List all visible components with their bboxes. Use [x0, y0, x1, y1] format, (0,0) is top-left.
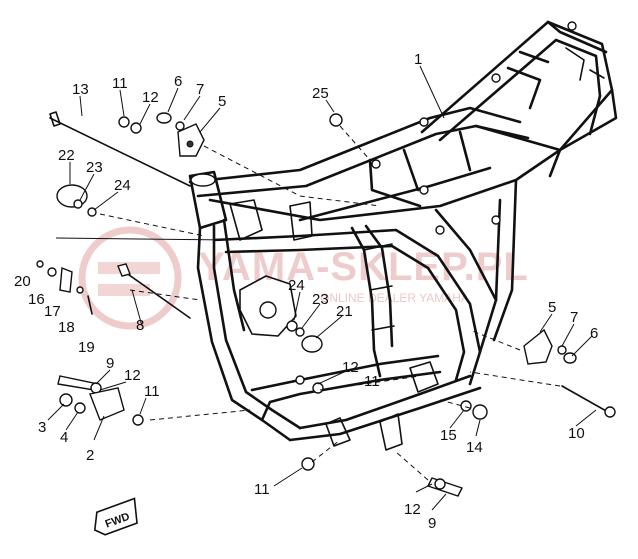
callout-5b: 5: [548, 299, 556, 316]
callout-23: 23: [86, 159, 103, 176]
main-frame: [188, 20, 618, 451]
callout-21: 21: [336, 303, 353, 320]
callout-24b: 24: [288, 277, 305, 294]
callout-15: 15: [440, 427, 457, 444]
bracket-5b: [523, 328, 553, 365]
callout-12d: 12: [404, 501, 421, 518]
callout-12c: 12: [342, 359, 359, 376]
callout-9b: 9: [428, 515, 436, 532]
callout-19: 19: [78, 339, 95, 356]
callout-17: 17: [44, 303, 61, 320]
collar-23a: [73, 199, 83, 209]
watermark: YAMA-SKLEP.PL ONLINE DEALER YAMAHA: [78, 226, 528, 330]
callout-3: 3: [38, 419, 46, 436]
callout-13: 13: [72, 81, 89, 98]
fwd-arrow-icon: FWD: [93, 497, 138, 536]
callout-5: 5: [218, 93, 226, 110]
watermark-subtext: ONLINE DEALER YAMAHA: [320, 291, 469, 305]
callout-8: 8: [136, 317, 144, 334]
nut-11a: [118, 116, 130, 128]
callout-18: 18: [58, 319, 75, 336]
bolt-6a: [156, 112, 172, 124]
bracket-2: [89, 387, 125, 421]
callout-24: 24: [114, 177, 131, 194]
callout-11d: 11: [254, 481, 270, 498]
callout-7: 7: [196, 81, 204, 98]
callout-22: 22: [58, 147, 75, 164]
leader-lines: [47, 65, 597, 511]
callout-7b: 7: [570, 309, 578, 326]
callout-23b: 23: [312, 291, 329, 308]
callout-6: 6: [174, 73, 182, 90]
bracket-5a: [177, 123, 205, 157]
callout-12b: 12: [124, 367, 141, 384]
callout-1: 1: [414, 51, 422, 68]
nut-25: [329, 113, 343, 127]
callout-25: 25: [312, 85, 329, 102]
callout-10: 10: [568, 425, 585, 442]
callout-12: 12: [142, 89, 159, 106]
nut-11b: [132, 414, 144, 426]
callout-labels: 1 13 11 12 6 7 5 25 22 23 24 20 16 17 18…: [14, 51, 598, 532]
callout-14: 14: [466, 439, 483, 456]
nut-3: [59, 393, 73, 407]
loose-parts: [36, 111, 616, 497]
callout-11c: 11: [364, 373, 380, 390]
callout-4: 4: [60, 429, 68, 446]
washer-4: [74, 402, 86, 414]
callout-16: 16: [28, 291, 45, 308]
callout-6b: 6: [590, 325, 598, 342]
washer-7a: [175, 121, 185, 131]
through-bolt-13: [49, 117, 191, 187]
washer-12a: [130, 122, 142, 134]
callout-2: 2: [86, 447, 94, 464]
callout-9: 9: [106, 355, 114, 372]
callout-20: 20: [14, 273, 31, 290]
callout-11b: 11: [144, 383, 160, 400]
callout-11: 11: [112, 75, 128, 92]
